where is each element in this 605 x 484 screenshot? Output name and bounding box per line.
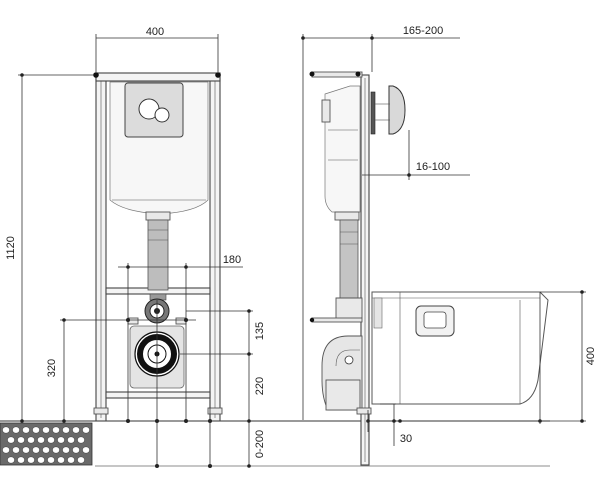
dim-wall-thickness: 16-100 (362, 130, 470, 180)
grate-hole (12, 426, 20, 434)
flush-button-small-icon (154, 107, 170, 123)
side-flush-plate (370, 85, 406, 135)
grate-hole (17, 436, 25, 444)
grate-hole (67, 456, 75, 464)
dim-outlet-spacing: 180 (118, 254, 243, 421)
grate-hole (2, 446, 10, 454)
grate-hole (37, 436, 45, 444)
grate-hole (67, 436, 75, 444)
dim-frame-height: 1120 (5, 73, 94, 423)
toilet-bowl (371, 291, 549, 405)
grate-hole (37, 456, 45, 464)
grate-hole (82, 426, 90, 434)
flush-pipe (147, 219, 169, 301)
grate-hole (82, 446, 90, 454)
dim-wall-distance: 165-200 (301, 25, 460, 420)
svg-text:30: 30 (400, 433, 412, 445)
grate-hole (52, 426, 60, 434)
flush-plate (124, 82, 184, 138)
dim-vertical-right: 135 220 0-200 (247, 309, 266, 468)
side-frame (309, 71, 372, 466)
svg-text:135: 135 (254, 322, 266, 340)
svg-text:180: 180 (223, 254, 241, 266)
grate-hole (22, 446, 30, 454)
center-lines (126, 300, 253, 468)
front-frame (93, 72, 223, 422)
dim-frame-width: 400 (95, 26, 219, 72)
floor-grate (0, 422, 93, 466)
grate-hole (47, 456, 55, 464)
svg-text:320: 320 (46, 359, 58, 377)
svg-text:400: 400 (146, 26, 164, 38)
grate-hole (42, 446, 50, 454)
grate-hole (17, 456, 25, 464)
grate-hole (32, 426, 40, 434)
grate-hole (2, 426, 10, 434)
grate-hole (27, 436, 35, 444)
dim-bowl-height: 400 (540, 290, 597, 423)
grate-hole (7, 456, 15, 464)
floor-lines (0, 420, 550, 467)
grate-hole (32, 446, 40, 454)
grate-hole (57, 436, 65, 444)
grate-hole (47, 436, 55, 444)
grate-hole (12, 446, 20, 454)
grate-hole (22, 426, 30, 434)
grate-hole (27, 456, 35, 464)
grate-hole (52, 446, 60, 454)
svg-text:165-200: 165-200 (403, 25, 443, 37)
grate-hole (62, 446, 70, 454)
grate-hole (7, 436, 15, 444)
svg-text:0-200: 0-200 (254, 430, 266, 458)
grate-hole (57, 456, 65, 464)
grate-hole (62, 426, 70, 434)
svg-text:220: 220 (254, 377, 266, 395)
svg-text:400: 400 (585, 347, 597, 365)
grate-hole (72, 446, 80, 454)
grate-hole (77, 436, 85, 444)
grate-hole (42, 426, 50, 434)
svg-text:1120: 1120 (5, 236, 17, 260)
dim-floor-gap: 30 (366, 292, 542, 446)
svg-text:16-100: 16-100 (416, 161, 450, 173)
grate-hole (72, 426, 80, 434)
grate-hole (77, 456, 85, 464)
